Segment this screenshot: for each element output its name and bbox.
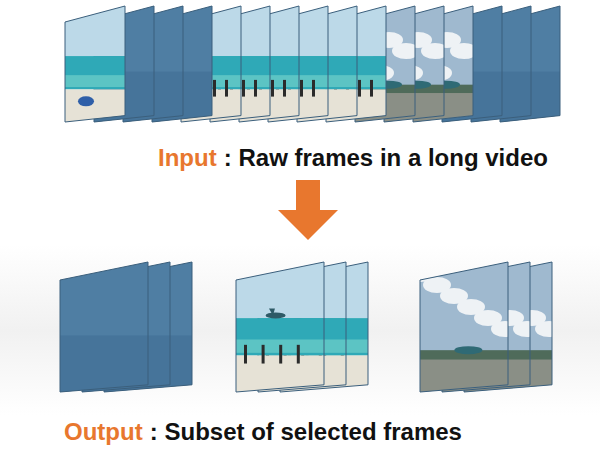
caption-line: Output : Subset of selected frames [64,418,462,446]
video-frame [406,262,519,396]
selected-frames [406,262,563,396]
stage-description: : Raw frames in a long video [224,144,548,171]
input-frames [65,6,560,131]
selected-frames [60,262,192,402]
stage-label: Input [158,144,217,171]
stage-description: : Subset of selected frames [150,418,462,445]
caption-line: Input : Raw frames in a long video [158,144,548,172]
video-frame [65,6,125,125]
ground-band [0,245,600,415]
video-frame [236,262,324,396]
video-frame [60,262,148,402]
selected-frames [236,262,368,396]
stage-label: Output [64,418,143,445]
down-arrow [278,180,338,240]
